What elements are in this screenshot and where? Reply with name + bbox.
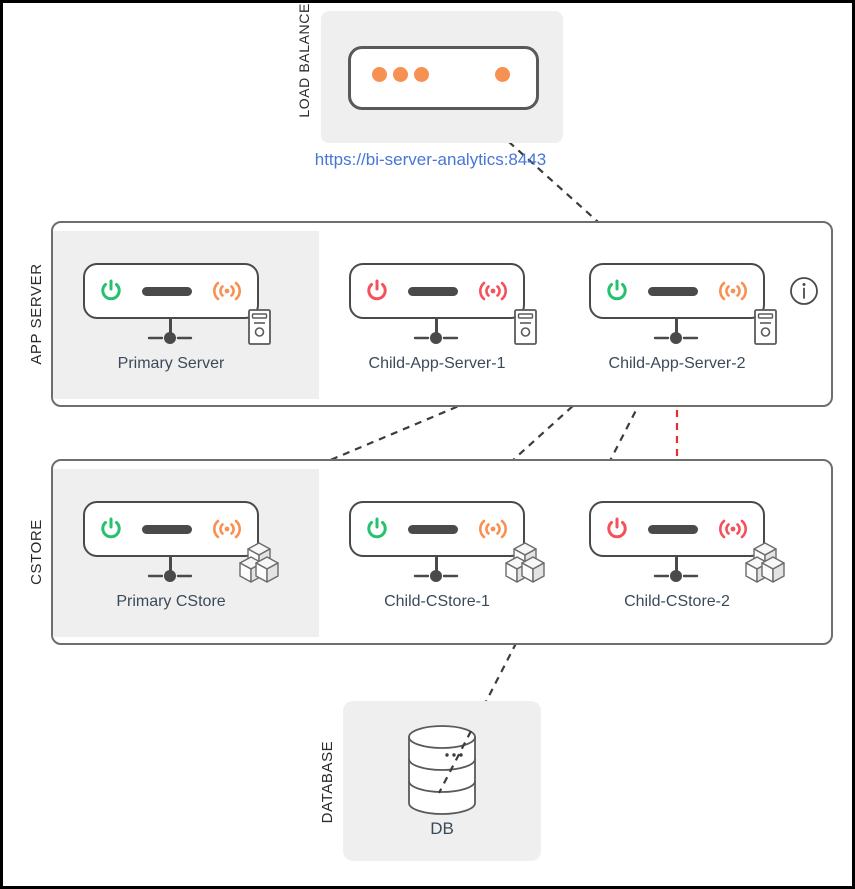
wifi-signal-icon [479, 519, 507, 539]
power-icon [101, 517, 121, 539]
node-label: Child-CStore-1 [384, 593, 490, 610]
server-tower-icon [248, 309, 271, 345]
status-bar [408, 524, 458, 534]
app-server-group-label: APP SERVER [28, 263, 45, 365]
power-icon [367, 279, 387, 301]
load-balancer-url[interactable]: https://bi-server-analytics:8443 [314, 150, 547, 169]
node-body[interactable] [83, 263, 259, 319]
node-label: Primary CStore [116, 593, 226, 610]
node-label: Child-CStore-2 [624, 593, 730, 610]
status-bar [408, 286, 458, 296]
node-stem [169, 557, 172, 575]
info-circle-icon[interactable] [789, 276, 819, 306]
node-body[interactable] [589, 501, 765, 557]
node-stem [435, 557, 438, 575]
status-bar [142, 286, 192, 296]
node-anchor-icon [147, 332, 193, 344]
status-bar [648, 286, 698, 296]
power-icon [607, 517, 627, 539]
package-boxes-icon [505, 542, 545, 583]
node-anchor-icon [413, 570, 459, 582]
status-bar [648, 524, 698, 534]
node-label: Primary Server [117, 355, 225, 372]
power-icon [607, 279, 627, 301]
node-label: Child-App-Server-2 [608, 355, 746, 372]
load-balancer-dot [495, 67, 510, 82]
cstore-group-label: CSTORE [28, 519, 45, 585]
wifi-signal-icon [479, 281, 507, 301]
database-cylinder-icon[interactable] [403, 725, 481, 815]
package-boxes-icon [239, 542, 279, 583]
node-body[interactable] [349, 263, 525, 319]
node-anchor-icon [653, 332, 699, 344]
node-stem [169, 319, 172, 337]
package-boxes-icon [745, 542, 785, 583]
database-node-label: DB [430, 819, 454, 838]
wifi-signal-icon [213, 519, 241, 539]
server-tower-icon [514, 309, 537, 345]
power-icon [367, 517, 387, 539]
load-balancer-dot [372, 67, 387, 82]
node-anchor-icon [147, 570, 193, 582]
node-body[interactable] [589, 263, 765, 319]
node-label: Child-App-Server-1 [368, 355, 506, 372]
power-icon [101, 279, 121, 301]
node-anchor-icon [653, 570, 699, 582]
wifi-signal-icon [719, 519, 747, 539]
load-balancer-dot [414, 67, 429, 82]
database-group-label: DATABASE [319, 740, 336, 824]
server-tower-icon [754, 309, 777, 345]
node-body[interactable] [83, 501, 259, 557]
node-body[interactable] [349, 501, 525, 557]
load-balancer-group-label: LOAD BALANCER [296, 0, 312, 118]
node-anchor-icon [413, 332, 459, 344]
wifi-signal-icon [719, 281, 747, 301]
status-bar [142, 524, 192, 534]
wifi-signal-icon [213, 281, 241, 301]
load-balancer-dot [393, 67, 408, 82]
